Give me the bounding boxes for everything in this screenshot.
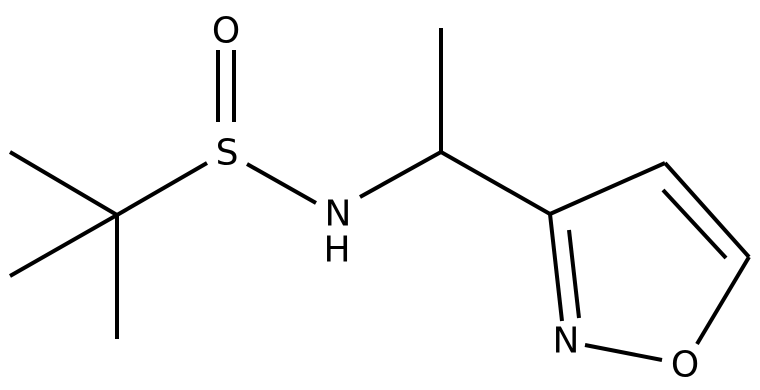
bond-ring-c5-oxygen [695,255,751,346]
bond-sulfur-nitrogen [246,162,317,205]
amine-nitrogen-label: N [325,194,352,235]
bond-methyl-upper-left [8,150,119,217]
sulfinyl-oxygen-label: O [212,11,240,52]
bond-methyl-lower-left [9,213,118,278]
bond-methine-ring-carbon [440,150,551,216]
sulfur-label: S [216,133,239,174]
bond-nitrogen-methine [359,150,442,199]
bond-ring-c3-c4 [549,161,666,216]
bond-ring-oxygen-nitrogen [584,343,663,362]
bond-ring-c4-c5-inner [661,188,728,260]
bond-ring-nitrogen-c3-outer [548,213,564,322]
amine-hydrogen-label: H [323,230,350,271]
bond-ring-c4-c5-outer [663,161,751,259]
ring-oxygen-label: O [671,345,699,386]
bond-ring-nitrogen-c3-inner [567,229,581,319]
bond-quaternary-carbon-sulfur [115,161,209,217]
ring-nitrogen-label: N [553,321,580,362]
